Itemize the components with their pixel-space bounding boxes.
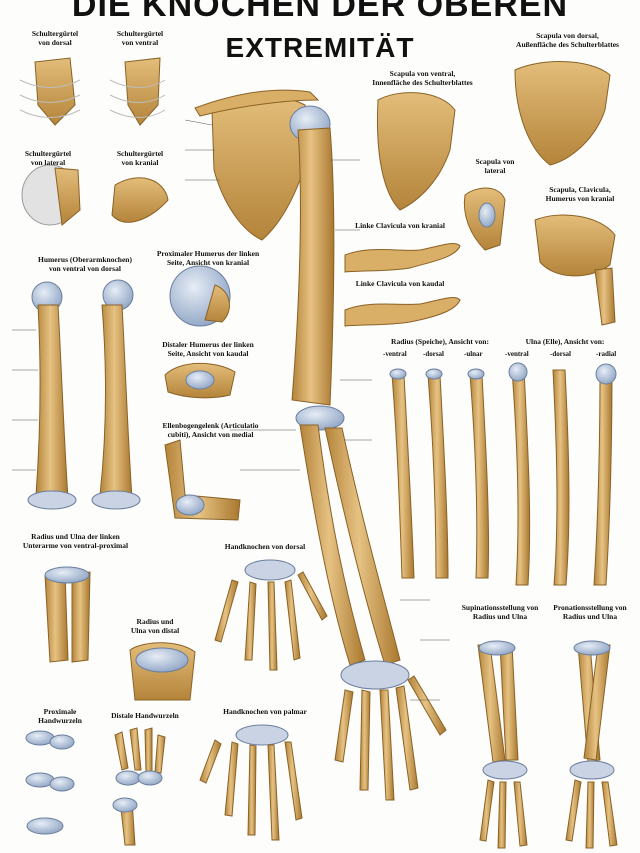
- radius-view-ulnar: -ulnar: [464, 350, 483, 358]
- caption-clavicula-kranial: Linke Clavicula von kranial: [355, 221, 445, 230]
- caption-handknochen-palmar: Handknochen von palmar: [223, 707, 307, 716]
- ulna-view-dorsal: -dorsal: [550, 350, 571, 358]
- caption-distaler-humerus: Distaler Humerus der linken Seite, Ansic…: [162, 340, 254, 358]
- main-elbow-joint: [295, 405, 345, 431]
- hand-skeleton-figures: [199, 559, 328, 841]
- caption-distale-handwurzeln: Distale Handwurzeln: [111, 711, 179, 720]
- caption-schultergurtel-kranial: Schultergürtel von kranial: [116, 149, 164, 167]
- poster-title-line1: DIE KNOCHEN DER OBEREN: [71, 0, 569, 24]
- ulna-view-radial: -radial: [596, 350, 617, 358]
- main-humerus: [291, 127, 335, 406]
- poster-title-line2: EXTREMITÄT: [225, 32, 415, 63]
- caption-scapula-clavicula: Scapula, Clavicula, Humerus von kranial: [545, 185, 615, 203]
- caption-proximale-handwurzeln: Proximale Handwurzeln: [38, 707, 82, 725]
- radius-ulna-views: [389, 362, 617, 586]
- caption-scapula-lateral: Scapula von lateral: [475, 157, 515, 175]
- caption-pronation: Pronationsstellung von Radius und Ulna: [553, 603, 627, 621]
- main-hand: [334, 675, 447, 801]
- caption-handknochen-dorsal: Handknochen von dorsal: [224, 542, 306, 551]
- humerus-figures: [27, 265, 241, 521]
- caption-radius-heading: Radius (Speiche), Ansicht von:: [391, 337, 489, 346]
- radius-view-dorsal: -dorsal: [423, 350, 444, 358]
- caption-radius-ulna-ventral: Radius und Ulna der linken Unterarme von…: [22, 532, 129, 550]
- label-leader-lines: [12, 119, 450, 701]
- caption-clavicula-kaudal: Linke Clavicula von kaudal: [355, 279, 445, 288]
- caption-ellenbogengelenk: Ellenbogengelenk (Articulatio cubiti), A…: [162, 421, 259, 439]
- caption-supination: Supinationsstellung von Radius und Ulna: [461, 603, 539, 621]
- caption-scapula-ventral: Scapula von ventral, Innenfläche des Sch…: [372, 69, 473, 87]
- main-ulna: [324, 427, 401, 666]
- main-clavicula: [194, 89, 320, 117]
- caption-schultergurtel-ventral: Schultergürtel von ventral: [116, 29, 164, 47]
- main-wrist: [340, 660, 410, 690]
- caption-ulna-heading: Ulna (Elle), Ansicht von:: [525, 337, 605, 346]
- scapula-figures: [376, 61, 616, 326]
- ulna-view-ventral: -ventral: [505, 350, 529, 358]
- shoulder-girdle-figures: [19, 57, 169, 226]
- radius-view-ventral: -ventral: [383, 350, 407, 358]
- caption-scapula-dorsal: Scapula von dorsal, Außenfläche des Schu…: [516, 31, 619, 49]
- supination-pronation-figures: [477, 640, 618, 849]
- caption-radius-ulna-distal: Radius und Ulna von distal: [130, 617, 180, 635]
- main-arm-illustration: [194, 89, 447, 801]
- caption-schultergurtel-dorsal: Schultergürtel von dorsal: [31, 29, 79, 47]
- main-radius: [299, 424, 366, 666]
- caption-schultergurtel-lateral: Schultergürtel von lateral: [24, 149, 72, 167]
- lower-left-figures: [25, 566, 196, 846]
- caption-humerus: Humerus (Oberarmknochen) von ventral von…: [38, 255, 132, 273]
- clavicula-figures: [344, 243, 461, 327]
- caption-proximaler-humerus: Proximaler Humerus der linken Seite, Ans…: [156, 249, 260, 267]
